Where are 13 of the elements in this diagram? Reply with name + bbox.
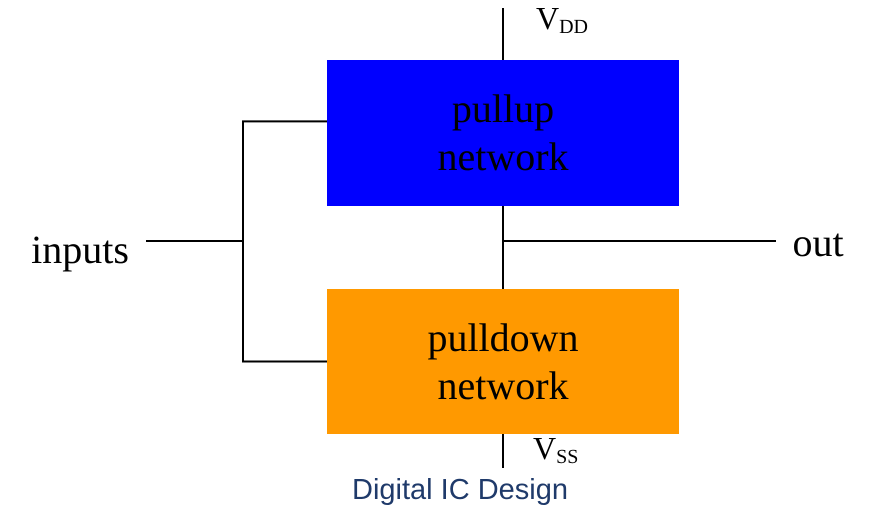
input-label: inputs: [31, 226, 129, 274]
supply-label: V$_{DD}$: [536, 0, 588, 39]
network-box: [327, 60, 679, 206]
supply-label: V$_{SS}$: [533, 430, 578, 469]
output-label: out: [792, 219, 844, 267]
box-title: pulldown network: [426, 314, 580, 410]
footer-caption: Digital IC Design: [352, 474, 568, 507]
wire: [146, 240, 327, 362]
wire: [502, 434, 504, 468]
wire: [502, 240, 776, 289]
network-box: [327, 289, 679, 434]
box-title: pullup network: [436, 85, 570, 181]
wire: [502, 8, 504, 60]
